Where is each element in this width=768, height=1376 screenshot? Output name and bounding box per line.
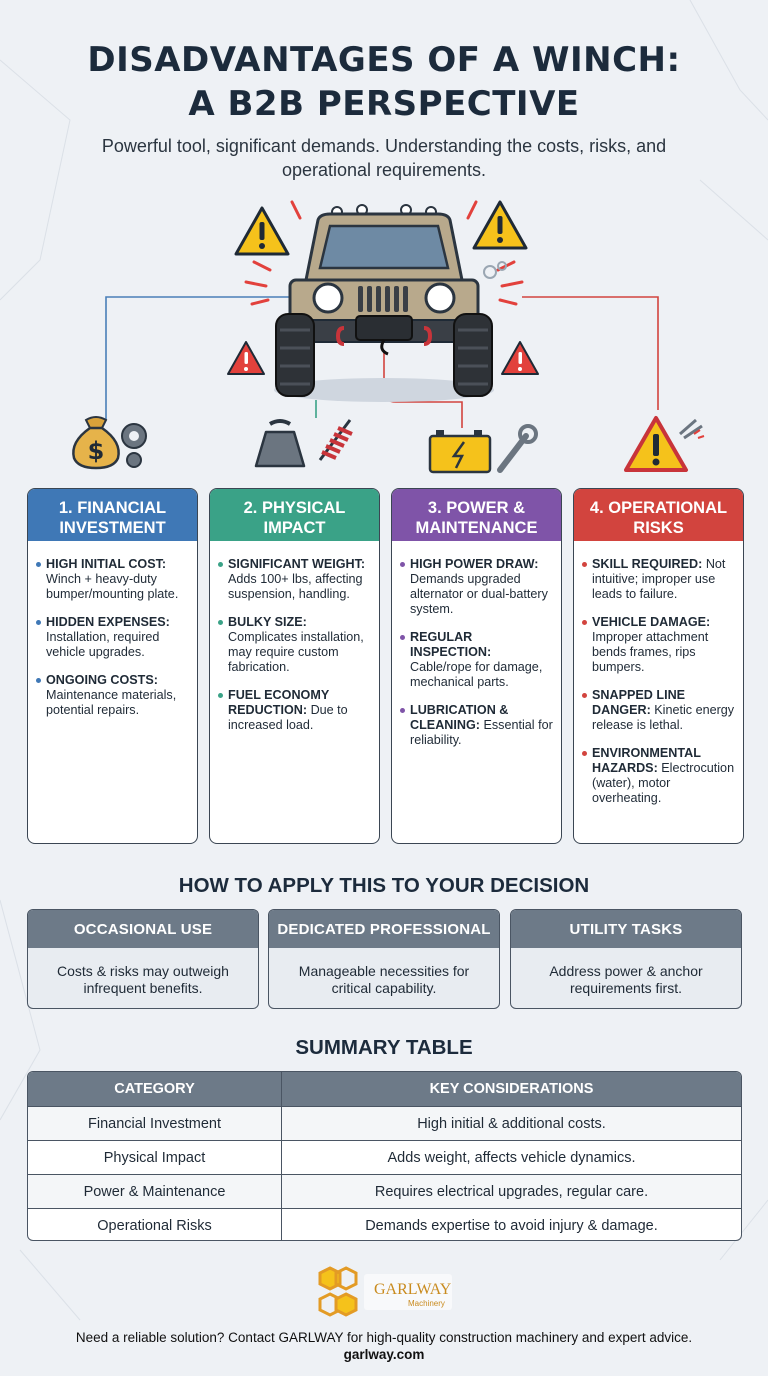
table-cell: Physical Impact [28, 1141, 282, 1174]
table-cell: Power & Maintenance [28, 1175, 282, 1208]
list-item: SKILL REQUIRED: Not intuitive; improper … [582, 557, 737, 602]
list-item: LUBRICATION & CLEANING: Essential for re… [400, 703, 555, 748]
list-item: FUEL ECONOMY REDUCTION: Due to increased… [218, 688, 373, 733]
table-cell: Operational Risks [28, 1209, 282, 1240]
list-item: ENVIRONMENTAL HAZARDS: Electrocution (wa… [582, 746, 737, 806]
table-cell: Requires electrical upgrades, regular ca… [374, 1183, 649, 1200]
card-list: HIGH INITIAL COST: Winch + heavy-duty bu… [28, 541, 197, 718]
card-header: 3. POWER & MAINTENANCE [392, 489, 561, 541]
apply-section-title: HOW TO APPLY THIS TO YOUR DECISION [178, 874, 590, 897]
card-power-maintenance: 3. POWER & MAINTENANCE HIGH POWER DRAW: … [391, 488, 562, 844]
card-financial-investment: 1. FINANCIAL INVESTMENT HIGH INITIAL COS… [27, 488, 198, 844]
weight-spring-icon [254, 419, 353, 468]
table-header-cell: KEY CONSIDERATIONS [429, 1081, 594, 1097]
list-item: REGULAR INSPECTION: Cable/rope for damag… [400, 630, 555, 690]
card-header: 1. FINANCIAL INVESTMENT [28, 489, 197, 541]
card-header: 2. PHYSICAL IMPACT [210, 489, 379, 541]
list-item: VEHICLE DAMAGE: Improper attachment bend… [582, 615, 737, 675]
warning-triangle-icon [501, 341, 539, 375]
card-header: 4. OPERATIONAL RISKS [574, 489, 743, 541]
title-line-2: A B2B PERSPECTIVE [188, 84, 580, 124]
card-operational-risks: 4. OPERATIONAL RISKS SKILL REQUIRED: Not… [573, 488, 744, 844]
list-item: ONGOING COSTS: Maintenance materials, po… [36, 673, 191, 718]
apply-box-text: Address power & anchor requirements firs… [549, 963, 703, 996]
list-item: SIGNIFICANT WEIGHT: Adds 100+ lbs, affec… [218, 557, 373, 602]
logo-name: GARLWAY [374, 1281, 452, 1298]
garlway-logo: GARLWAY Machinery [318, 1266, 452, 1317]
table-cell: Financial Investment [28, 1107, 282, 1140]
page-title: DISADVANTAGES OF A WINCH: A B2B PERSPECT… [0, 38, 768, 126]
apply-box-text: Manageable necessities for critical capa… [298, 963, 470, 996]
card-list: HIGH POWER DRAW: Demands upgraded altern… [392, 541, 561, 748]
apply-box-header: DEDICATED PROFESSIONAL [269, 910, 499, 948]
warning-triangle-icon [234, 206, 290, 256]
list-item: BULKY SIZE: Complicates installation, ma… [218, 615, 373, 675]
apply-box-text: Costs & risks may outweigh infrequent be… [57, 963, 229, 996]
card-list: SIGNIFICANT WEIGHT: Adds 100+ lbs, affec… [210, 541, 379, 733]
money-bag-gear-icon: $ [72, 416, 147, 470]
table-cell: High initial & additional costs. [417, 1115, 606, 1132]
card-list: SKILL REQUIRED: Not intuitive; improper … [574, 541, 743, 806]
list-item: HIDDEN EXPENSES: Installation, required … [36, 615, 191, 660]
table-row: Financial Investment High initial & addi… [28, 1106, 741, 1140]
warning-triangle-icon [227, 341, 265, 375]
footer-url[interactable]: garlway.com [343, 1347, 425, 1362]
battery-wrench-icon [428, 424, 538, 474]
svg-text:$: $ [88, 437, 105, 465]
table-cell: Demands expertise to avoid injury & dama… [365, 1217, 658, 1234]
apply-box-header: UTILITY TASKS [511, 910, 741, 948]
table-row: Power & Maintenance Requires electrical … [28, 1174, 741, 1208]
table-cell: Adds weight, affects vehicle dynamics. [387, 1149, 636, 1166]
list-item: HIGH POWER DRAW: Demands upgraded altern… [400, 557, 555, 617]
apply-box-utility-tasks: UTILITY TASKS Address power & anchor req… [510, 909, 742, 1009]
summary-section-title: SUMMARY TABLE [295, 1036, 473, 1059]
apply-box-header: OCCASIONAL USE [28, 910, 258, 948]
page-subtitle: Powerful tool, significant demands. Unde… [101, 136, 667, 180]
summary-table: CATEGORY KEY CONSIDERATIONS Financial In… [27, 1071, 742, 1241]
card-physical-impact: 2. PHYSICAL IMPACT SIGNIFICANT WEIGHT: A… [209, 488, 380, 844]
title-line-1: DISADVANTAGES OF A WINCH: [87, 40, 681, 80]
table-row: Physical Impact Adds weight, affects veh… [28, 1140, 741, 1174]
footer-text: Need a reliable solution? Contact GARLWA… [75, 1330, 693, 1345]
list-item: SNAPPED LINE DANGER: Kinetic energy rele… [582, 688, 737, 733]
table-header-row: CATEGORY KEY CONSIDERATIONS [28, 1072, 741, 1106]
logo-sub: Machinery [408, 1299, 445, 1308]
table-row: Operational Risks Demands expertise to a… [28, 1208, 741, 1240]
warning-triangle-icon [472, 200, 528, 250]
apply-box-occasional-use: OCCASIONAL USE Costs & risks may outweig… [27, 909, 259, 1009]
apply-box-dedicated-professional: DEDICATED PROFESSIONAL Manageable necess… [268, 909, 500, 1009]
table-header-cell: CATEGORY [28, 1072, 282, 1106]
list-item: HIGH INITIAL COST: Winch + heavy-duty bu… [36, 557, 191, 602]
warning-snapped-cable-icon [624, 416, 705, 472]
jeep-winch-illustration: $ [72, 200, 705, 474]
